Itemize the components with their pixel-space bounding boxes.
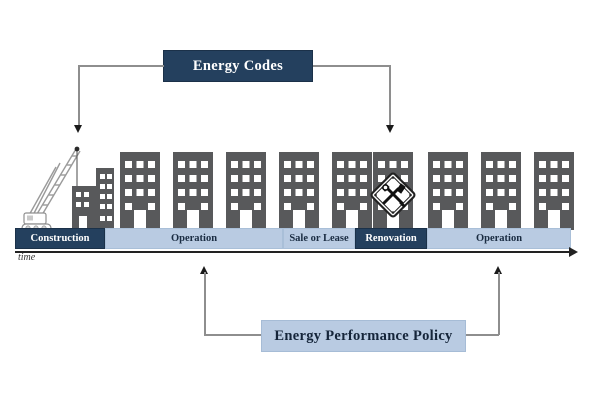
connector-bottom-right-vertical	[498, 272, 500, 335]
arrowhead-down-left	[74, 125, 83, 133]
connector-bottom-right-horizontal	[466, 334, 499, 336]
arrowhead-up-right	[494, 266, 503, 274]
energy-codes-label: Energy Codes	[192, 57, 284, 74]
timeline-segment-construction[interactable]: Construction	[15, 228, 105, 249]
connector-top-right-horizontal	[313, 65, 391, 67]
time-axis-line	[15, 251, 571, 253]
connector-bottom-left-vertical	[204, 272, 206, 335]
building-5	[332, 152, 372, 230]
connector-top-left-vertical	[78, 65, 80, 127]
timeline-segment-label: Sale or Lease	[289, 233, 349, 244]
building-under-construction	[72, 168, 114, 230]
connector-top-left-horizontal	[78, 65, 164, 67]
connector-top-right-vertical	[389, 65, 391, 127]
arrowhead-down-right	[385, 125, 394, 133]
timeline-bar: Construction Operation Sale or Lease Ren…	[15, 228, 571, 249]
building-4	[279, 152, 319, 230]
timeline-segment-renovation[interactable]: Renovation	[355, 228, 427, 249]
energy-performance-policy-label: Energy Performance Policy	[274, 327, 453, 344]
building-8	[481, 152, 521, 230]
renovation-tools-sign	[368, 170, 418, 220]
timeline-segment-label: Renovation	[365, 233, 417, 244]
arrowhead-up-left	[200, 266, 209, 274]
timeline-segment-label: Operation	[475, 233, 523, 244]
timeline-segment-label: Operation	[170, 233, 218, 244]
timeline-segment-operation-1[interactable]: Operation	[105, 228, 283, 249]
building-7	[428, 152, 468, 230]
time-axis-label: time	[18, 252, 36, 263]
connector-bottom-left-horizontal	[204, 334, 262, 336]
building-1	[120, 152, 160, 230]
building-3	[226, 152, 266, 230]
timeline-segment-label: Construction	[30, 233, 90, 244]
building-2	[173, 152, 213, 230]
timeline-segment-operation-2[interactable]: Operation	[427, 228, 571, 249]
timeline-segment-sale-or-lease[interactable]: Sale or Lease	[283, 228, 355, 249]
energy-codes-box[interactable]: Energy Codes	[163, 50, 313, 82]
building-9	[534, 152, 574, 230]
energy-performance-policy-box[interactable]: Energy Performance Policy	[261, 320, 466, 352]
time-axis-arrow	[569, 246, 578, 257]
